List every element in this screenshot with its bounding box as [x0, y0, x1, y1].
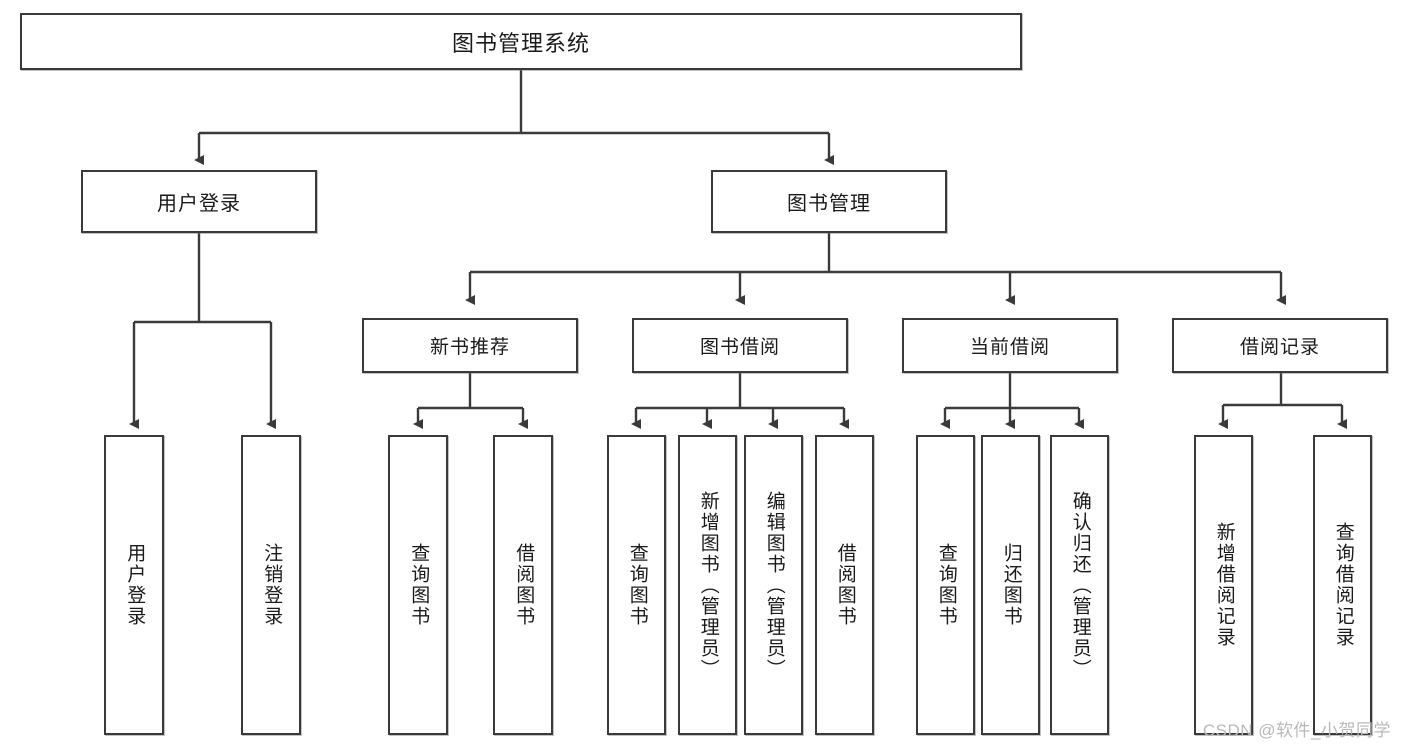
leaf-label: 查询图书 — [408, 543, 430, 627]
leaf-record-add-record[interactable]: 新增借阅记录 — [1194, 435, 1253, 735]
leaf-borrow-query-book[interactable]: 查询图书 — [607, 435, 666, 735]
leaf-label: 注销登录 — [261, 543, 283, 627]
node-current-borrow-label: 当前借阅 — [969, 337, 1050, 358]
node-root-label: 图书管理系统 — [451, 30, 590, 56]
node-book-borrow-label: 图书借阅 — [699, 337, 780, 358]
leaf-current-query-book[interactable]: 查询图书 — [916, 435, 975, 735]
leaf-record-query-record[interactable]: 查询借阅记录 — [1313, 435, 1372, 735]
leaf-new-book-query[interactable]: 查询图书 — [388, 435, 448, 735]
leaf-borrow-add-book-admin[interactable]: 新增图书（管理员） — [678, 435, 737, 735]
leaf-label: 借阅图书 — [513, 543, 535, 627]
leaf-user-login-logout[interactable]: 注销登录 — [241, 435, 301, 735]
leaf-label: 归还图书 — [1000, 543, 1022, 627]
leaf-label: 新增借阅记录 — [1213, 522, 1235, 648]
csdn-watermark: CSDN @软件_小贺同学 — [1202, 721, 1391, 740]
leaf-new-book-borrow[interactable]: 借阅图书 — [493, 435, 553, 735]
leaf-user-login-login[interactable]: 用户登录 — [104, 435, 164, 735]
leaf-current-return-book[interactable]: 归还图书 — [981, 435, 1040, 735]
leaf-label: 用户登录 — [124, 543, 146, 627]
leaf-label: 确认归还（管理员） — [1069, 490, 1091, 680]
leaf-label: 查询图书 — [935, 543, 957, 627]
leaf-borrow-borrow-book[interactable]: 借阅图书 — [815, 435, 874, 735]
node-borrow-record-label: 借阅记录 — [1239, 337, 1320, 358]
node-root-book-management-system[interactable]: 图书管理系统 — [20, 13, 1022, 70]
node-book-management[interactable]: 图书管理 — [711, 170, 947, 233]
leaf-borrow-edit-book-admin[interactable]: 编辑图书（管理员） — [744, 435, 803, 735]
leaf-label: 新增图书（管理员） — [697, 490, 719, 680]
leaf-label: 查询借阅记录 — [1332, 522, 1354, 648]
node-new-book-recommend-label: 新书推荐 — [429, 337, 510, 358]
node-user-login[interactable]: 用户登录 — [81, 170, 317, 233]
leaf-label: 借阅图书 — [834, 543, 856, 627]
node-current-borrow[interactable]: 当前借阅 — [902, 318, 1118, 373]
node-user-login-label: 用户登录 — [157, 193, 241, 215]
node-new-book-recommend[interactable]: 新书推荐 — [362, 318, 578, 373]
leaf-label: 编辑图书（管理员） — [763, 490, 785, 680]
leaf-current-confirm-return-admin[interactable]: 确认归还（管理员） — [1050, 435, 1109, 735]
node-book-borrow[interactable]: 图书借阅 — [632, 318, 848, 373]
leaf-label: 查询图书 — [626, 543, 648, 627]
node-borrow-record[interactable]: 借阅记录 — [1172, 318, 1388, 373]
node-book-management-label: 图书管理 — [787, 193, 871, 215]
